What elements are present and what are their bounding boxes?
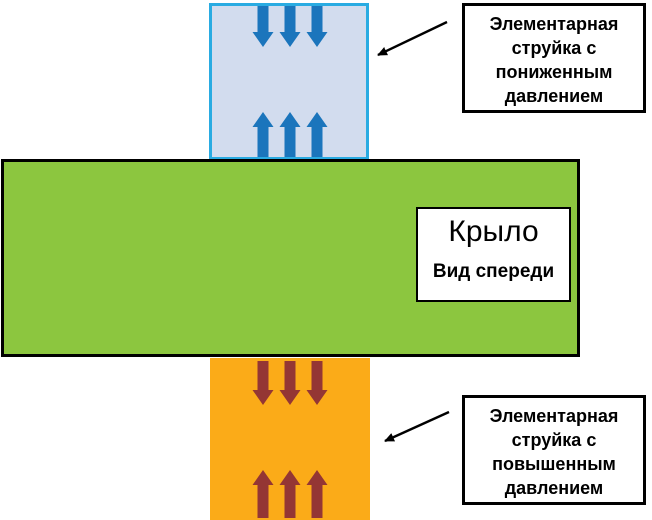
low-pressure-stream-box — [209, 3, 369, 160]
wing-box: Крыло Вид спереди — [1, 159, 580, 357]
callout-line: струйка с — [511, 430, 597, 450]
callout-line: давлением — [504, 86, 604, 106]
wing-view-label: Вид спереди — [432, 261, 555, 282]
callout-line: давлением — [504, 478, 604, 498]
callout-line: Элементарная — [489, 406, 619, 426]
callout-low-pressure: Элементарная струйка с пониженным давлен… — [462, 3, 646, 113]
leader-arrow-bottom-icon — [384, 410, 450, 443]
leader-arrow-top-icon — [377, 20, 448, 57]
callout-line: пониженным — [495, 62, 613, 82]
high-pressure-stream-box — [210, 358, 370, 520]
callout-line: Элементарная — [489, 14, 619, 34]
callout-line: повышенным — [492, 454, 616, 474]
wing-title: Крыло — [448, 215, 539, 248]
wing-label-box: Крыло Вид спереди — [416, 207, 571, 302]
callout-line: струйка с — [511, 38, 597, 58]
callout-high-pressure: Элементарная струйка с повышенным давлен… — [462, 395, 646, 505]
